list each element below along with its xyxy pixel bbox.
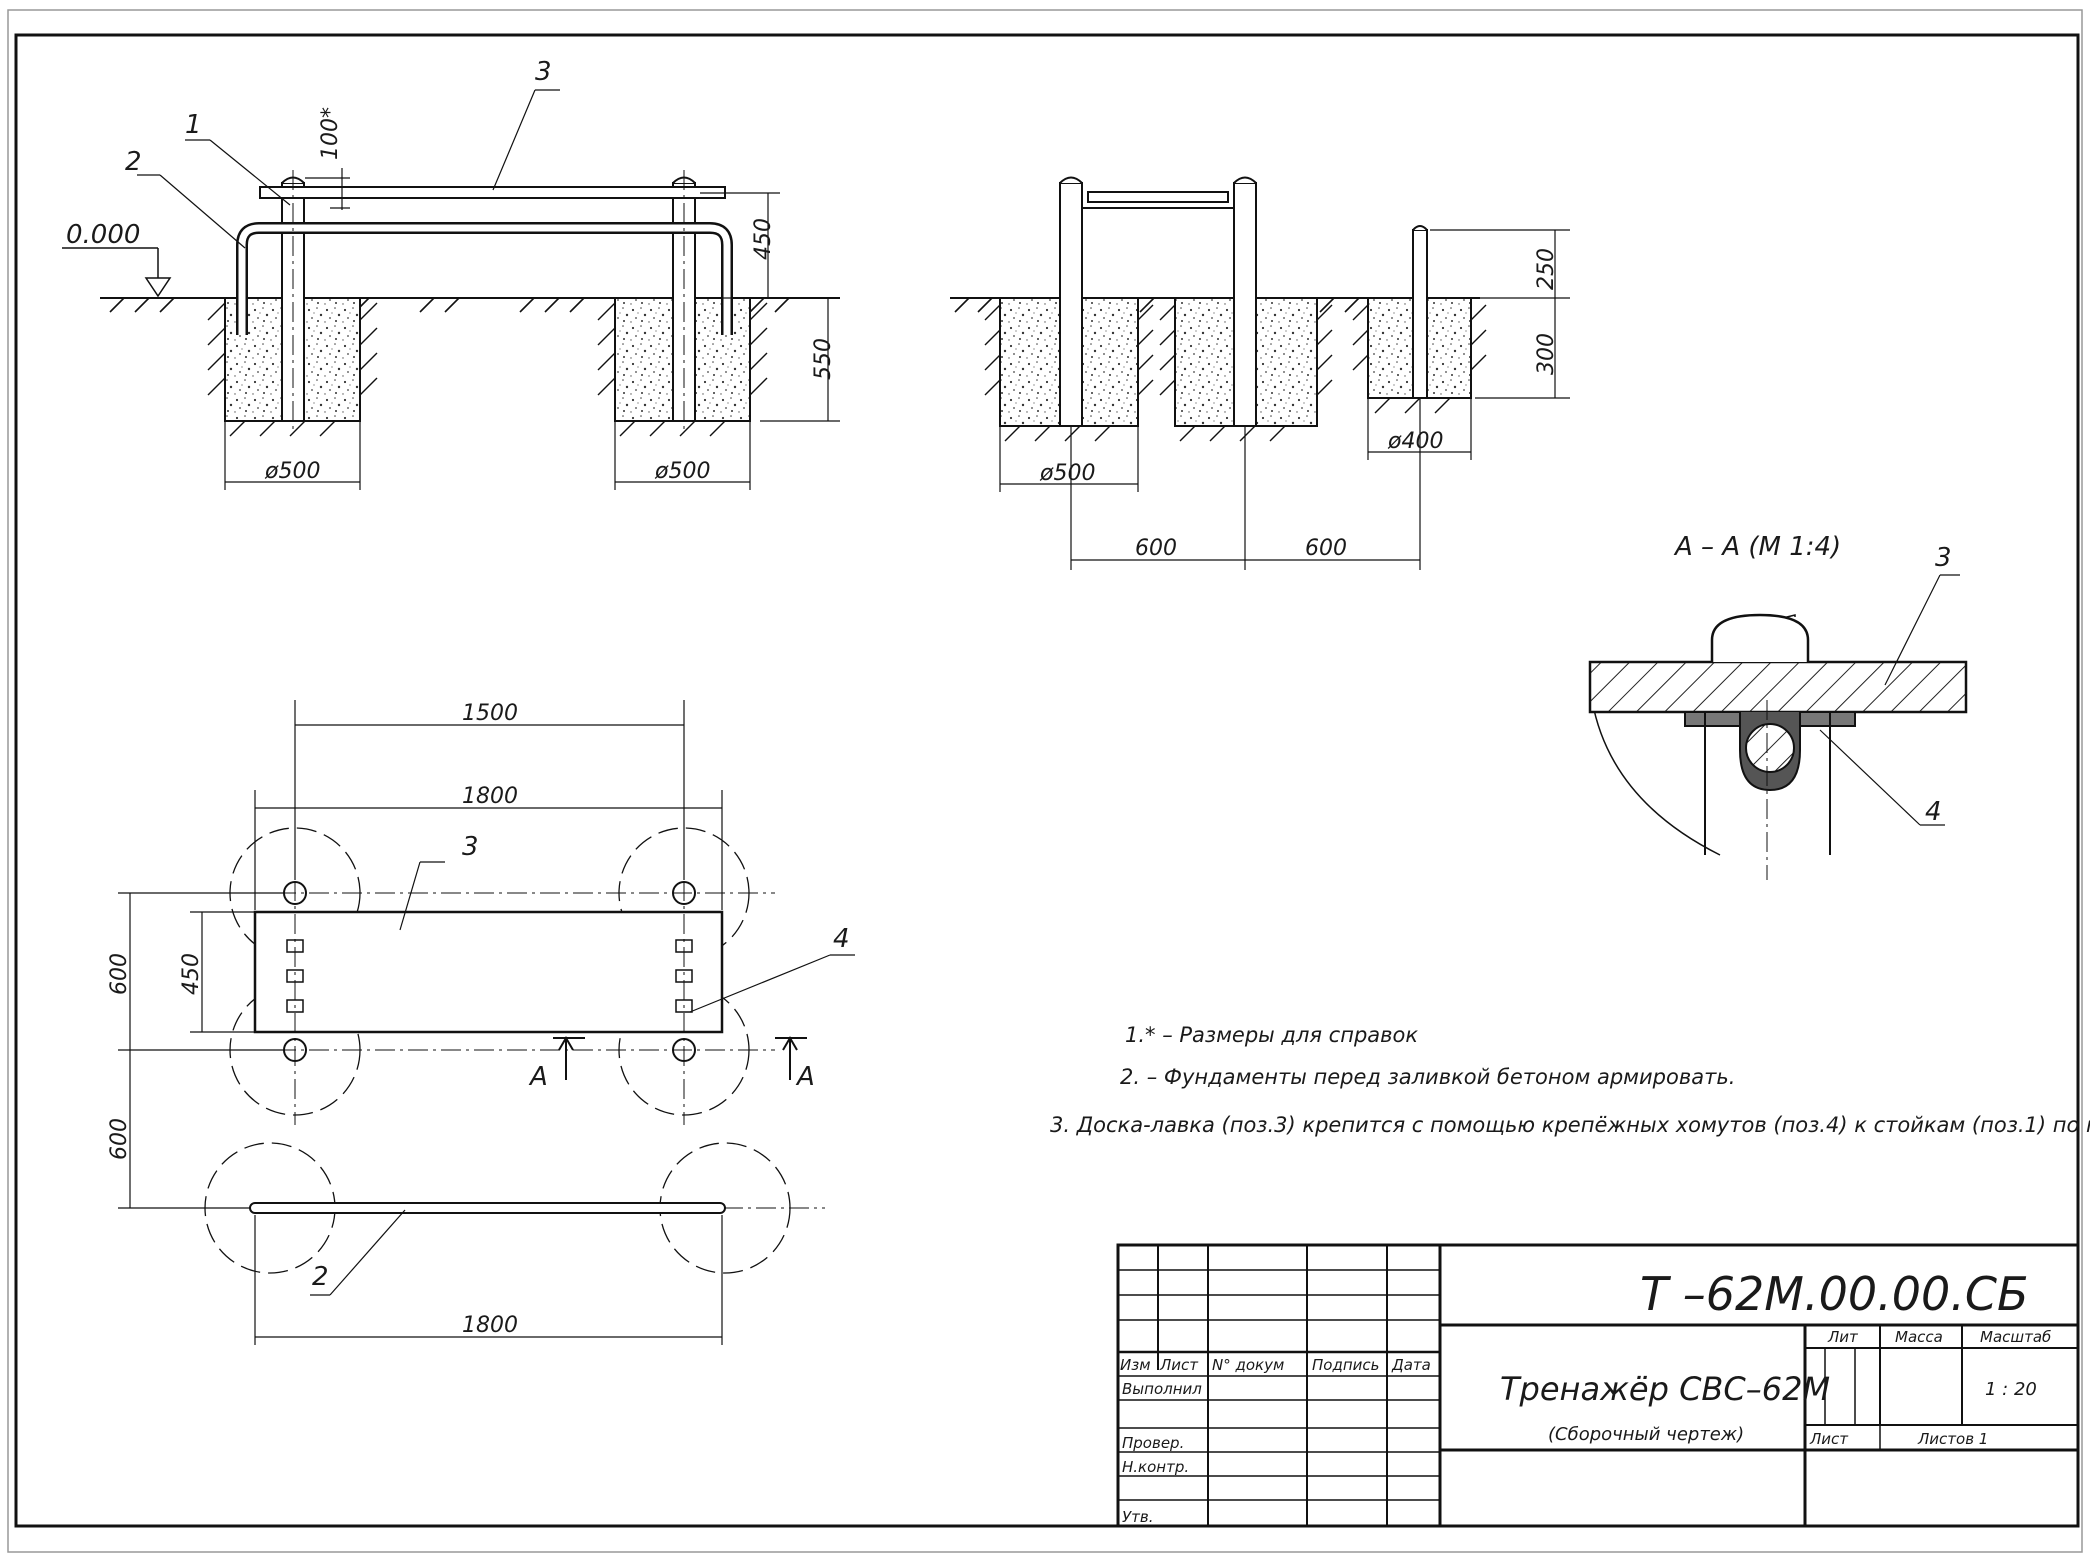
tb-row-approved: Утв. [1122, 1508, 1154, 1526]
tb-mass-label: Масса [1895, 1328, 1943, 1346]
tb-designation: Т –62М.00.00.СБ [1640, 1267, 2029, 1321]
plan-view [118, 700, 855, 1345]
tb-col-date: Дата [1391, 1356, 1431, 1374]
tb-col-list: Лист [1159, 1356, 1199, 1374]
tb-col-sign: Подпись [1312, 1356, 1379, 1374]
plan-dim-450: 450 [179, 953, 204, 995]
notes: 1.* – Размеры для справок 2. – Фундамент… [1050, 1023, 2090, 1137]
tb-sheet-label: Лист [1809, 1430, 1849, 1448]
plan-dim-1500: 1500 [462, 701, 518, 726]
front-pos-2-label: 2 [125, 147, 142, 177]
tb-sheets-label: Листов 1 [1917, 1430, 1988, 1448]
section-title: А – А (М 1:4) [1673, 532, 1841, 562]
plan-cut-right: А [795, 1062, 815, 1092]
plan-pos-4-label: 4 [833, 924, 850, 954]
plan-cut-left: А [528, 1062, 548, 1092]
note-3: 3. Доска-лавка (поз.3) крепится с помощь… [1050, 1113, 2090, 1137]
front-dim-height: 450 [751, 218, 776, 260]
note-1: 1.* – Размеры для справок [1125, 1023, 1418, 1047]
tb-lit-label: Лит [1827, 1328, 1859, 1346]
front-dim-dia-left: ø500 [264, 459, 320, 484]
level-mark-label: 0.000 [66, 220, 140, 250]
tb-scale-label: Масштаб [1980, 1328, 2051, 1346]
tb-col-doc: N° докум [1212, 1356, 1284, 1374]
side-dim-height: 250 [1534, 248, 1559, 290]
tb-row-checked: Провер. [1122, 1434, 1184, 1452]
plan-dim-1800-top: 1800 [462, 784, 518, 809]
side-dim-dia-400: ø400 [1387, 429, 1443, 454]
plan-dim-1800-bottom: 1800 [462, 1313, 518, 1338]
side-dim-600-a: 600 [1135, 536, 1177, 561]
side-dim-dia-500: ø500 [1039, 461, 1095, 486]
note-2: 2. – Фундаменты перед заливкой бетоном а… [1120, 1065, 1735, 1089]
side-dim-600-b: 600 [1305, 536, 1347, 561]
plan-pos-2-label: 2 [312, 1262, 329, 1292]
front-pos-1-label: 1 [185, 110, 202, 140]
outer-frame [7, 9, 2083, 1553]
side-dim-depth: 300 [1534, 333, 1559, 375]
tb-col-izm: Изм [1120, 1356, 1151, 1374]
front-dim-dia-right: ø500 [654, 459, 710, 484]
plan-dim-600-b: 600 [107, 1118, 132, 1160]
front-pos-3-label: 3 [535, 57, 552, 87]
side-view [950, 176, 1570, 570]
section-pos-4-label: 4 [1925, 797, 1942, 827]
tb-doc-type: (Сборочный чертеж) [1548, 1424, 1744, 1445]
tb-product-name: Тренажёр СВС–62М [1500, 1370, 1830, 1408]
tb-scale-value: 1 : 20 [1985, 1379, 2037, 1400]
inner-frame [14, 33, 2080, 1528]
front-view [62, 89, 840, 490]
title-block-text: Изм Лист N° докум Подпись Дата Выполнил … [1120, 1267, 2051, 1526]
title-block [1116, 1243, 2080, 1528]
section-pos-3-label: 3 [1935, 543, 1952, 573]
tb-row-norm-control: Н.контр. [1122, 1458, 1189, 1476]
section-a-a [1588, 574, 1968, 880]
tb-row-performed: Выполнил [1122, 1380, 1202, 1398]
front-dim-depth: 550 [811, 338, 836, 380]
front-dim-ref-height: 100* [318, 107, 343, 160]
plan-pos-3-label: 3 [462, 832, 479, 862]
plan-dim-600-a: 600 [107, 953, 132, 995]
